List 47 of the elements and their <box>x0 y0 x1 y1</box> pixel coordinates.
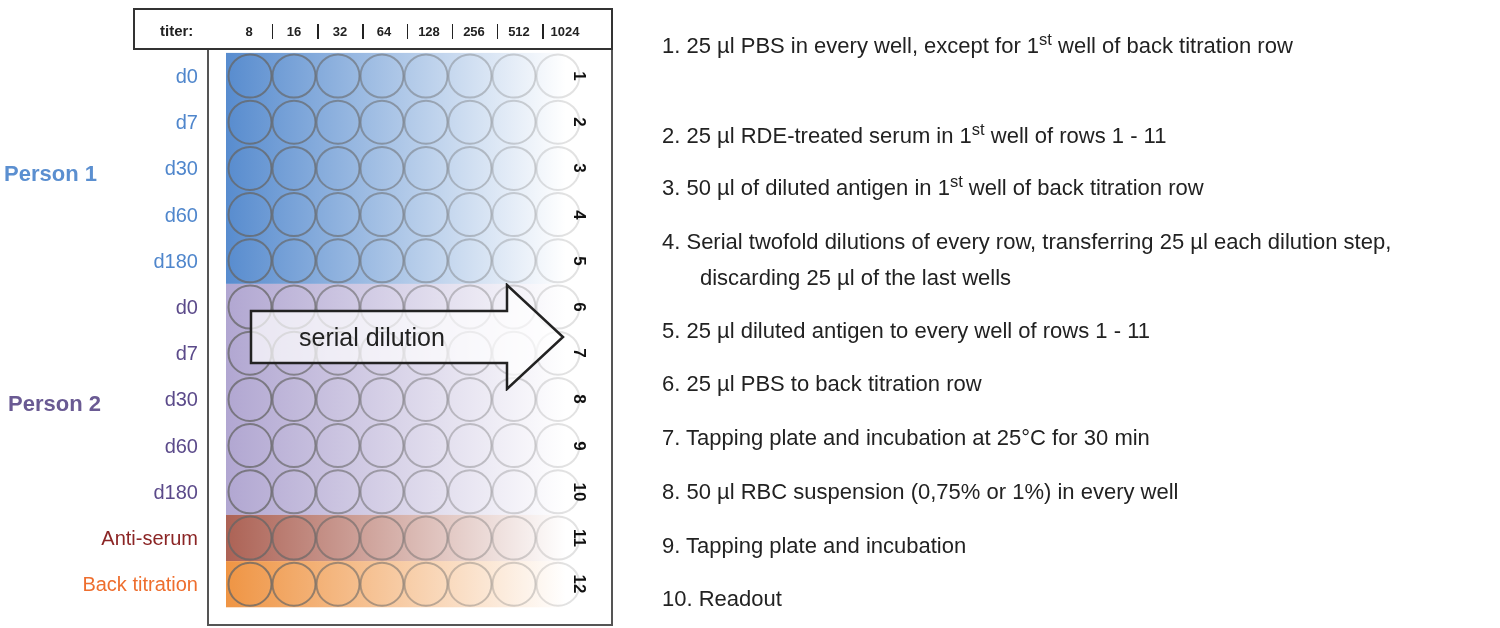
titer-value: 8 <box>244 23 254 41</box>
row-label: d180 <box>153 248 198 273</box>
step-text: 1. 25 µl PBS in every well, except for 1$^{st}$ well of back titration row <box>662 28 1294 60</box>
titer-value: 1024 <box>549 23 581 41</box>
step-text: 2. 25 µl RDE-treated serum in 1$^{st}$ well of rows 1 - 11 <box>662 118 1168 150</box>
row-label: d7 <box>175 110 198 135</box>
step-text: 9. Tapping plate and incubation <box>662 532 968 560</box>
row-number: 4 <box>569 208 589 222</box>
row-label: d30 <box>164 387 198 412</box>
row-number: 11 <box>569 528 589 549</box>
titer-value: 512 <box>507 23 531 41</box>
step-text: 3. 50 µl of diluted antigen in 1$^{st}$ well of back titration row <box>662 170 1205 202</box>
titer-label: titer: <box>160 21 194 41</box>
titer-value: 16 <box>285 23 303 41</box>
row-label: Anti-serum <box>101 526 198 550</box>
step-text: 5. 25 µl diluted antigen to every well of rows 1 - 11 <box>662 317 1151 345</box>
row-number: 7 <box>569 347 589 360</box>
row-number: 10 <box>569 481 589 504</box>
row-label: d0 <box>175 64 198 88</box>
row-number: 6 <box>569 301 589 314</box>
group-label: Person 2 <box>8 390 101 418</box>
titer-value: 128 <box>417 23 441 41</box>
row-number: 8 <box>569 393 589 407</box>
row-label: d30 <box>164 156 198 181</box>
block-arrow <box>249 283 566 391</box>
row-label: d7 <box>175 341 198 366</box>
row-label: d180 <box>153 479 198 504</box>
step-text: 7. Tapping plate and incubation at 25°C for 30 min <box>662 424 1151 452</box>
group-label: Person 1 <box>4 160 97 188</box>
titer-value: 32 <box>331 23 349 41</box>
row-label: Back titration <box>82 572 198 597</box>
titer-value: 256 <box>462 23 486 41</box>
titer-value: 64 <box>375 23 393 41</box>
row-label: d60 <box>164 433 198 458</box>
step-text: 4. Serial twofold dilutions of every row, transferring 25 µl each dilution step, discarding 25 µl of the last wells <box>662 228 1393 292</box>
arrow-label: serial dilution <box>299 323 445 351</box>
row-label: d60 <box>164 202 198 227</box>
row-number: 12 <box>569 573 589 596</box>
step-text: 6. 25 µl PBS to back titration row <box>662 370 983 398</box>
row-number: 2 <box>569 116 589 129</box>
row-number: 3 <box>569 162 589 176</box>
row-number: 5 <box>569 255 589 268</box>
row-number: 1 <box>569 70 589 83</box>
row-label: d0 <box>175 295 198 319</box>
step-text: 10. Readout <box>662 585 783 613</box>
step-text: 8. 50 µl RBC suspension (0,75% or 1%) in every well <box>662 478 1180 506</box>
row-number: 9 <box>569 439 589 453</box>
